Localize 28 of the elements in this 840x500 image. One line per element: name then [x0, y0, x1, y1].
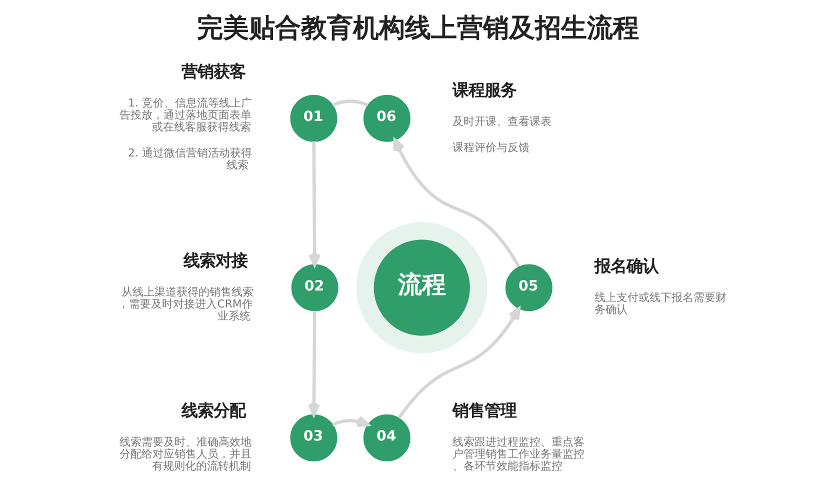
node-label: 课程服务 — [452, 80, 516, 100]
node-circle: 03 — [290, 414, 337, 462]
arrow — [331, 416, 369, 428]
node-label: 及时开课、查看课表 — [452, 114, 551, 128]
arrow — [397, 307, 520, 419]
node-label: 2. 通过微信营销活动获得线索 — [128, 146, 252, 172]
node-circle: 06 — [362, 94, 410, 142]
node-circle: 01 — [290, 94, 337, 142]
node-circle: 04 — [362, 414, 410, 462]
node-label: 从线上渠道获得的销售线索，需要及时对接进入CRM作业系统 — [118, 285, 253, 322]
node-label: 1. 竞价、信息流等线上广告投放，通过落地页面表单或在线客服获得线索 — [118, 96, 252, 134]
node-circle: 流程 — [356, 222, 487, 354]
node-label: 线上支付或线下报名需要财务确认 — [594, 290, 726, 316]
node-label: 销售管理 — [452, 401, 516, 420]
node-circle: 02 — [290, 264, 338, 312]
diagram-title: 完美贴合教育机构线上营销及招生流程 — [196, 14, 639, 44]
arrow — [307, 310, 320, 416]
node-label: 线索跟进过程监控、重点客户管理销售工作业务量监控、各环节效能指标监控 — [452, 436, 584, 473]
node-label: 线索需要及时、准确高效地分配给对应销售人员，并且有规则化的流转机制 — [118, 436, 251, 473]
node-label: 课程评价与反馈 — [452, 141, 529, 154]
node-label: 线索分配 — [181, 401, 246, 420]
node-label: 报名确认 — [594, 256, 658, 276]
node-circle: 05 — [504, 264, 552, 312]
connector — [331, 100, 368, 107]
arrow — [392, 138, 520, 268]
node-label: 线索对接 — [183, 250, 248, 270]
node-label: 营销获客 — [181, 62, 246, 81]
arrow — [308, 141, 320, 266]
